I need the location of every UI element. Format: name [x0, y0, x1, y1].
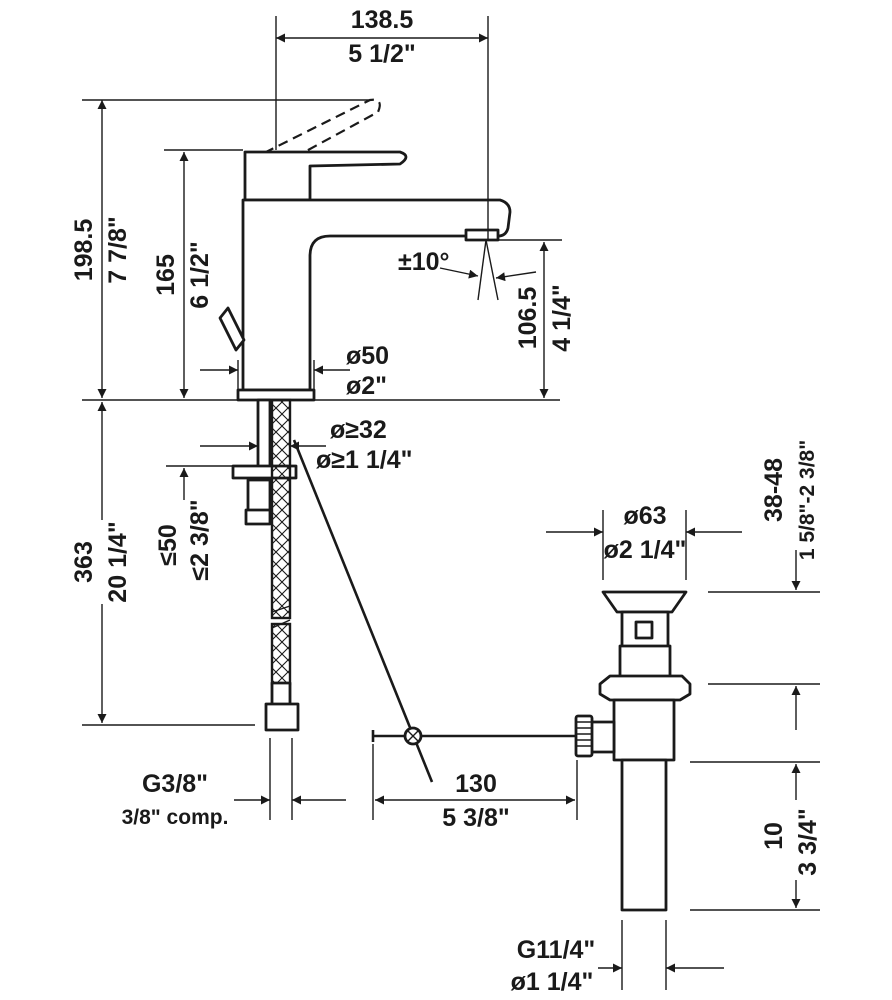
label-connection-thread: G3/8" [142, 770, 208, 798]
label-counter-thickness-inch: ≤2 3/8" [186, 499, 214, 580]
label-drain-outlet-thread: G11/4" [517, 936, 596, 964]
label-drain-flange-inch: ø2 1/4" [604, 536, 687, 564]
label-sink-thickness-mm: 38-48 [760, 458, 788, 522]
label-spout-height-inch: 4 1/4" [548, 284, 576, 351]
underside-assembly [231, 398, 585, 783]
pivot-nut [588, 720, 616, 754]
dimension-lines [82, 16, 820, 990]
label-counter-thickness-mm: ≤50 [154, 524, 182, 566]
aerator [464, 228, 500, 242]
drain-flange [601, 590, 688, 614]
label-base-diameter-inch: ø2" [346, 372, 387, 400]
label-rod-offset-inch: 5 3/8" [442, 804, 509, 832]
label-tailpiece-length-inch: 3 3/4" [794, 808, 822, 875]
faucet-body [218, 98, 512, 402]
popup-knob [218, 306, 246, 352]
label-body-height-mm: 165 [152, 254, 180, 296]
label-body-height-inch: 6 1/2" [186, 241, 214, 308]
label-hose-length-inch: 20 1/4" [104, 521, 132, 602]
drain-nut [598, 674, 692, 702]
label-spray-angle: ±10° [398, 248, 450, 276]
label-sink-thickness-inch: 1 5/8"-2 3/8" [796, 440, 819, 560]
label-overall-width-mm: 138.5 [351, 6, 414, 34]
label-hole-diameter-inch: ø≥1 1/4" [316, 446, 412, 474]
label-hose-length-mm: 363 [70, 541, 98, 583]
spout [241, 198, 512, 392]
label-drain-outlet-inch: ø1 1/4" [511, 968, 594, 996]
label-tailpiece-length-mm: 10 [760, 822, 788, 850]
lever-raised-outline [249, 98, 381, 169]
label-connection-comp: 3/8" comp. [122, 806, 229, 829]
base-flange [236, 388, 316, 402]
label-spout-height-mm: 106.5 [514, 287, 542, 350]
label-drain-flange-mm: ø63 [623, 502, 666, 530]
label-rod-offset-mm: 130 [455, 770, 497, 798]
lever [243, 150, 408, 202]
braided-hose [270, 398, 292, 620]
label-overall-width-inch: 5 1/2" [348, 40, 415, 68]
tailpiece [620, 758, 668, 912]
label-overall-height-mm: 198.5 [70, 219, 98, 282]
pull-rod [292, 439, 434, 783]
label-hole-diameter-mm: ø≥32 [330, 416, 387, 444]
label-base-diameter-mm: ø50 [346, 342, 389, 370]
drain-assembly [574, 590, 692, 912]
dimension-labels: 138.5 5 1/2" 198.5 7 7/8" 165 6 1/2" ±10… [70, 6, 822, 996]
label-overall-height-inch: 7 7/8" [104, 216, 132, 283]
